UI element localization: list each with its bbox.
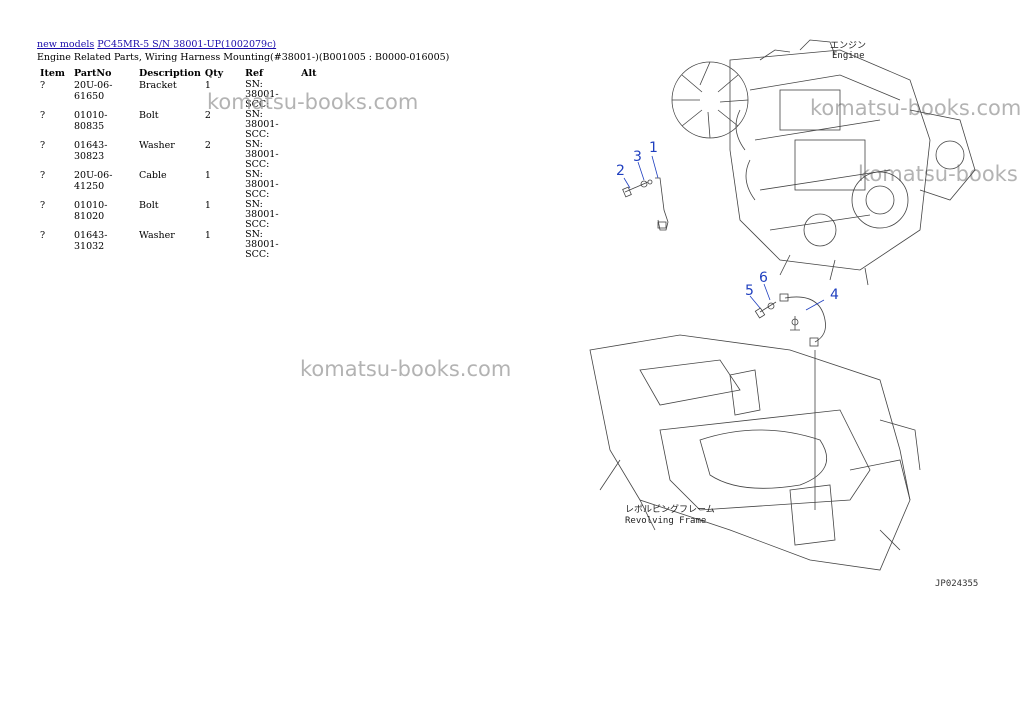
parts-diagram: 1 2 3 4 5 6 エンジン Engine レボルビングフレーム Revol…	[589, 39, 978, 589]
table-header-row: Item PartNo Description Qty Ref Alt	[36, 66, 320, 80]
cell-qty: 1	[204, 200, 211, 211]
cell-partno: 20U-06-61650	[74, 80, 113, 102]
cell-description: Bolt	[139, 200, 159, 211]
header-alt: Alt	[301, 67, 317, 79]
callout-1: 1	[649, 140, 658, 156]
cell-ref: SN: 38001-SCC:	[245, 139, 279, 170]
cell-partno: 01643-30823	[74, 140, 108, 162]
cell-item: ?	[40, 140, 46, 151]
table-row: ? 20U-06-41250 Cable 1 SN: 38001-SCC:	[36, 170, 320, 200]
bolt-washer-lower	[754, 301, 777, 319]
cell-description: Bolt	[139, 110, 159, 121]
cell-ref: SN: 38001-SCC:	[245, 109, 279, 140]
cell-item: ?	[40, 200, 46, 211]
cell-item: ?	[40, 110, 46, 121]
header-item: Item	[40, 67, 65, 79]
watermark: komatsu-books.com	[207, 90, 419, 114]
cell-partno: 20U-06-41250	[74, 170, 113, 192]
breadcrumb-model-link[interactable]: PC45MR-5 S/N 38001-UP(1002079c)	[97, 39, 277, 50]
cell-alt	[297, 170, 320, 200]
table-row: ? 01643-31032 Washer 1 SN: 38001-SCC:	[36, 230, 320, 260]
drawing-code: JP024355	[935, 579, 978, 589]
cell-qty: 1	[204, 170, 211, 181]
table-row: ? 01643-30823 Washer 2 SN: 38001-SCC:	[36, 140, 320, 170]
parts-table: Item PartNo Description Qty Ref Alt ? 20U…	[36, 66, 320, 260]
cell-description: Cable	[139, 170, 167, 181]
cell-qty: 1	[204, 230, 211, 241]
bracket-drawing	[655, 177, 669, 231]
cell-ref: SN: 38001-SCC:	[245, 169, 279, 200]
cell-qty: 2	[204, 110, 211, 121]
breadcrumb: new models PC45MR-5 S/N 38001-UP(1002079…	[37, 39, 276, 50]
header-partno: PartNo	[74, 67, 112, 79]
header-description: Description	[139, 67, 201, 79]
watermark: komatsu-books.com	[810, 96, 1022, 120]
cell-alt	[297, 110, 320, 140]
callout-3: 3	[633, 149, 642, 165]
revolving-frame-drawing	[589, 334, 921, 571]
cell-qty: 1	[204, 80, 211, 91]
table-row: ? 01010-81020 Bolt 1 SN: 38001-SCC:	[36, 200, 320, 230]
watermark: komatsu-books	[858, 162, 1018, 186]
cell-ref: SN: 38001-SCC:	[245, 229, 279, 260]
header-qty: Qty	[204, 67, 224, 79]
cell-ref: SN: 38001-SCC:	[245, 79, 279, 110]
page-title: Engine Related Parts, Wiring Harness Mou…	[37, 52, 450, 63]
cell-description: Washer	[139, 140, 175, 151]
engine-label-jp: エンジン	[830, 41, 866, 51]
callout-4: 4	[830, 287, 839, 303]
cell-partno: 01643-31032	[74, 230, 108, 252]
cell-description: Bracket	[139, 80, 177, 91]
cell-item: ?	[40, 80, 46, 91]
callout-6: 6	[759, 270, 768, 286]
callout-5: 5	[745, 283, 754, 299]
watermark: komatsu-books.com	[300, 357, 512, 381]
cell-qty: 2	[204, 140, 211, 151]
cell-ref: SN: 38001-SCC:	[245, 199, 279, 230]
frame-label: Revolving Frame	[625, 516, 706, 526]
cell-item: ?	[40, 170, 46, 181]
cable-drawing	[779, 293, 826, 510]
cell-description: Washer	[139, 230, 175, 241]
table-row: ? 01010-80835 Bolt 2 SN: 38001-SCC:	[36, 110, 320, 140]
cell-item: ?	[40, 230, 46, 241]
cell-alt	[297, 200, 320, 230]
engine-drawing	[671, 39, 976, 286]
engine-label: Engine	[832, 51, 865, 61]
bolt-washer-left	[622, 179, 653, 198]
frame-label-jp: レボルビングフレーム	[625, 503, 715, 515]
callout-2: 2	[616, 163, 625, 179]
header-ref: Ref	[245, 67, 264, 79]
table-row: ? 20U-06-61650 Bracket 1 SN: 38001-SCC:	[36, 80, 320, 110]
breadcrumb-new-models-link[interactable]: new models	[37, 39, 95, 50]
cell-alt	[297, 140, 320, 170]
cell-alt	[297, 230, 320, 260]
cell-partno: 01010-81020	[74, 200, 108, 222]
cell-partno: 01010-80835	[74, 110, 108, 132]
